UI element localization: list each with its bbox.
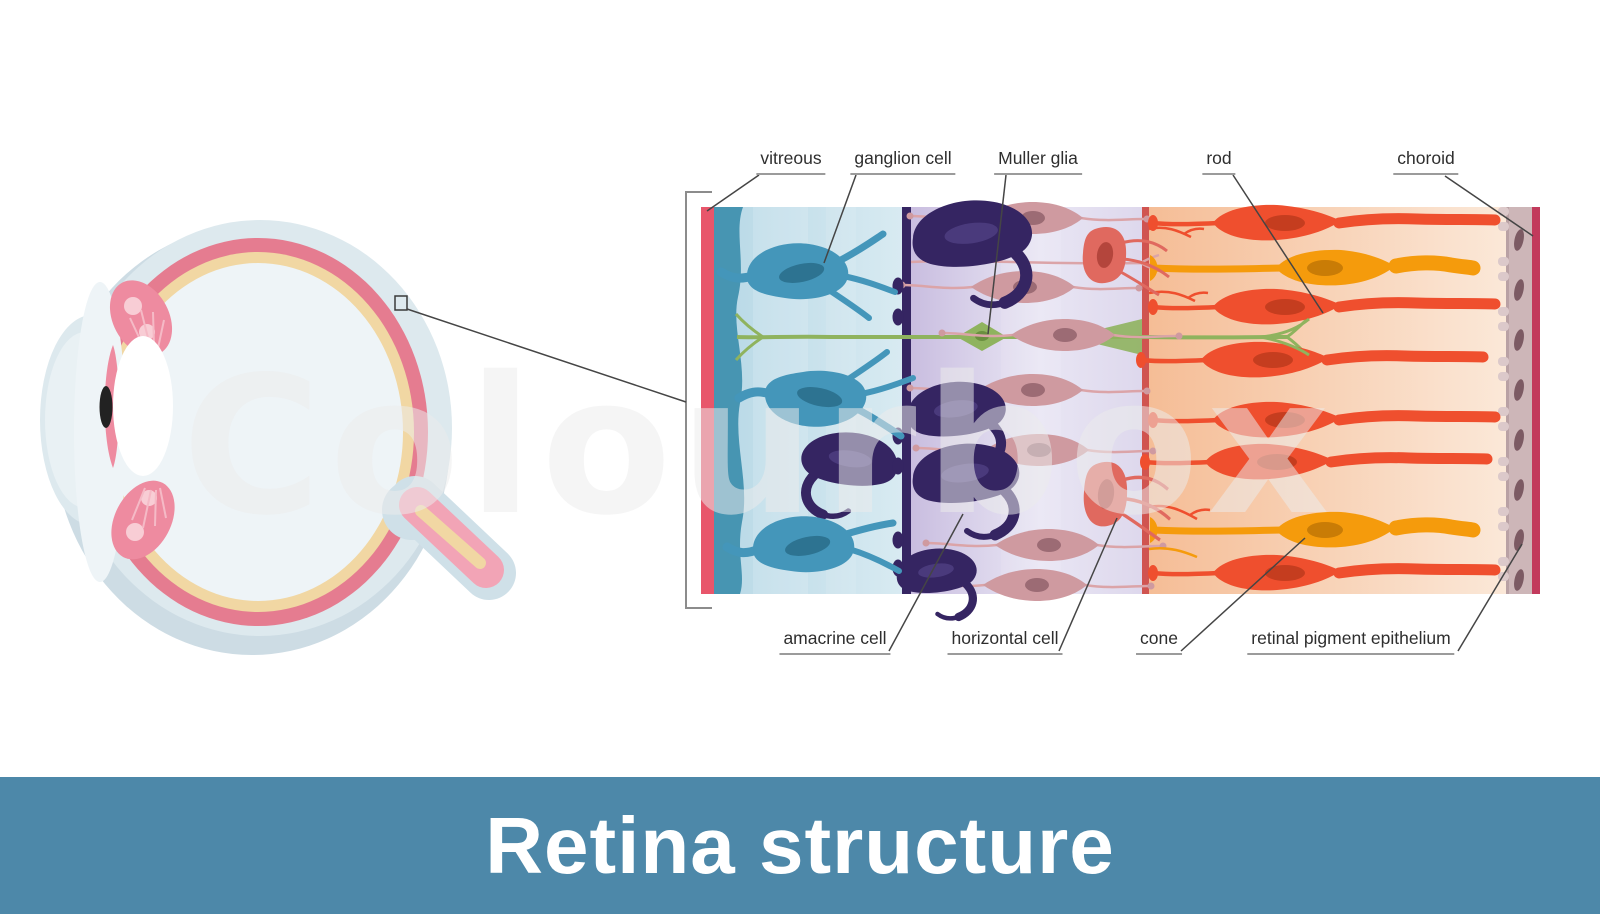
label-cone: cone [1136,628,1182,655]
label-choroid: choroid [1393,148,1459,175]
eye-cross-section [40,220,516,655]
retina-layers-panel [701,200,1540,618]
label-retinal-pigment-epithelium: retinal pigment epithelium [1247,628,1455,655]
optic-nerve [382,476,516,600]
label-ganglion-cell: ganglion cell [850,148,956,175]
label-vitreous: vitreous [756,148,826,175]
panel-bracket [685,191,712,609]
vitreous-strip [701,207,714,594]
nerve-fiber-layer [714,207,745,594]
label-rod: rod [1202,148,1236,175]
ciliary-body [109,280,175,560]
page-title: Retina structure [485,800,1115,890]
label-muller-glia: Muller glia [994,148,1082,175]
label-horizontal-cell: horizontal cell [947,628,1063,655]
outer-plexiform-line [1142,207,1149,594]
retinal-pigment-epithelium [1498,207,1532,594]
title-bar: Retina structure [0,777,1600,914]
ganglion-cells [716,230,916,574]
pupil [99,386,113,428]
zoom-square-marker [394,295,408,311]
label-amacrine-cell: amacrine cell [779,628,891,655]
callout-lines [406,174,1534,652]
amacrine-trunk [902,207,911,594]
choroid-strip [1532,207,1540,594]
zoom-leader-line [406,308,687,403]
horizontal-cells [1082,227,1171,542]
vitreous-body [113,263,403,601]
lens [113,336,173,476]
